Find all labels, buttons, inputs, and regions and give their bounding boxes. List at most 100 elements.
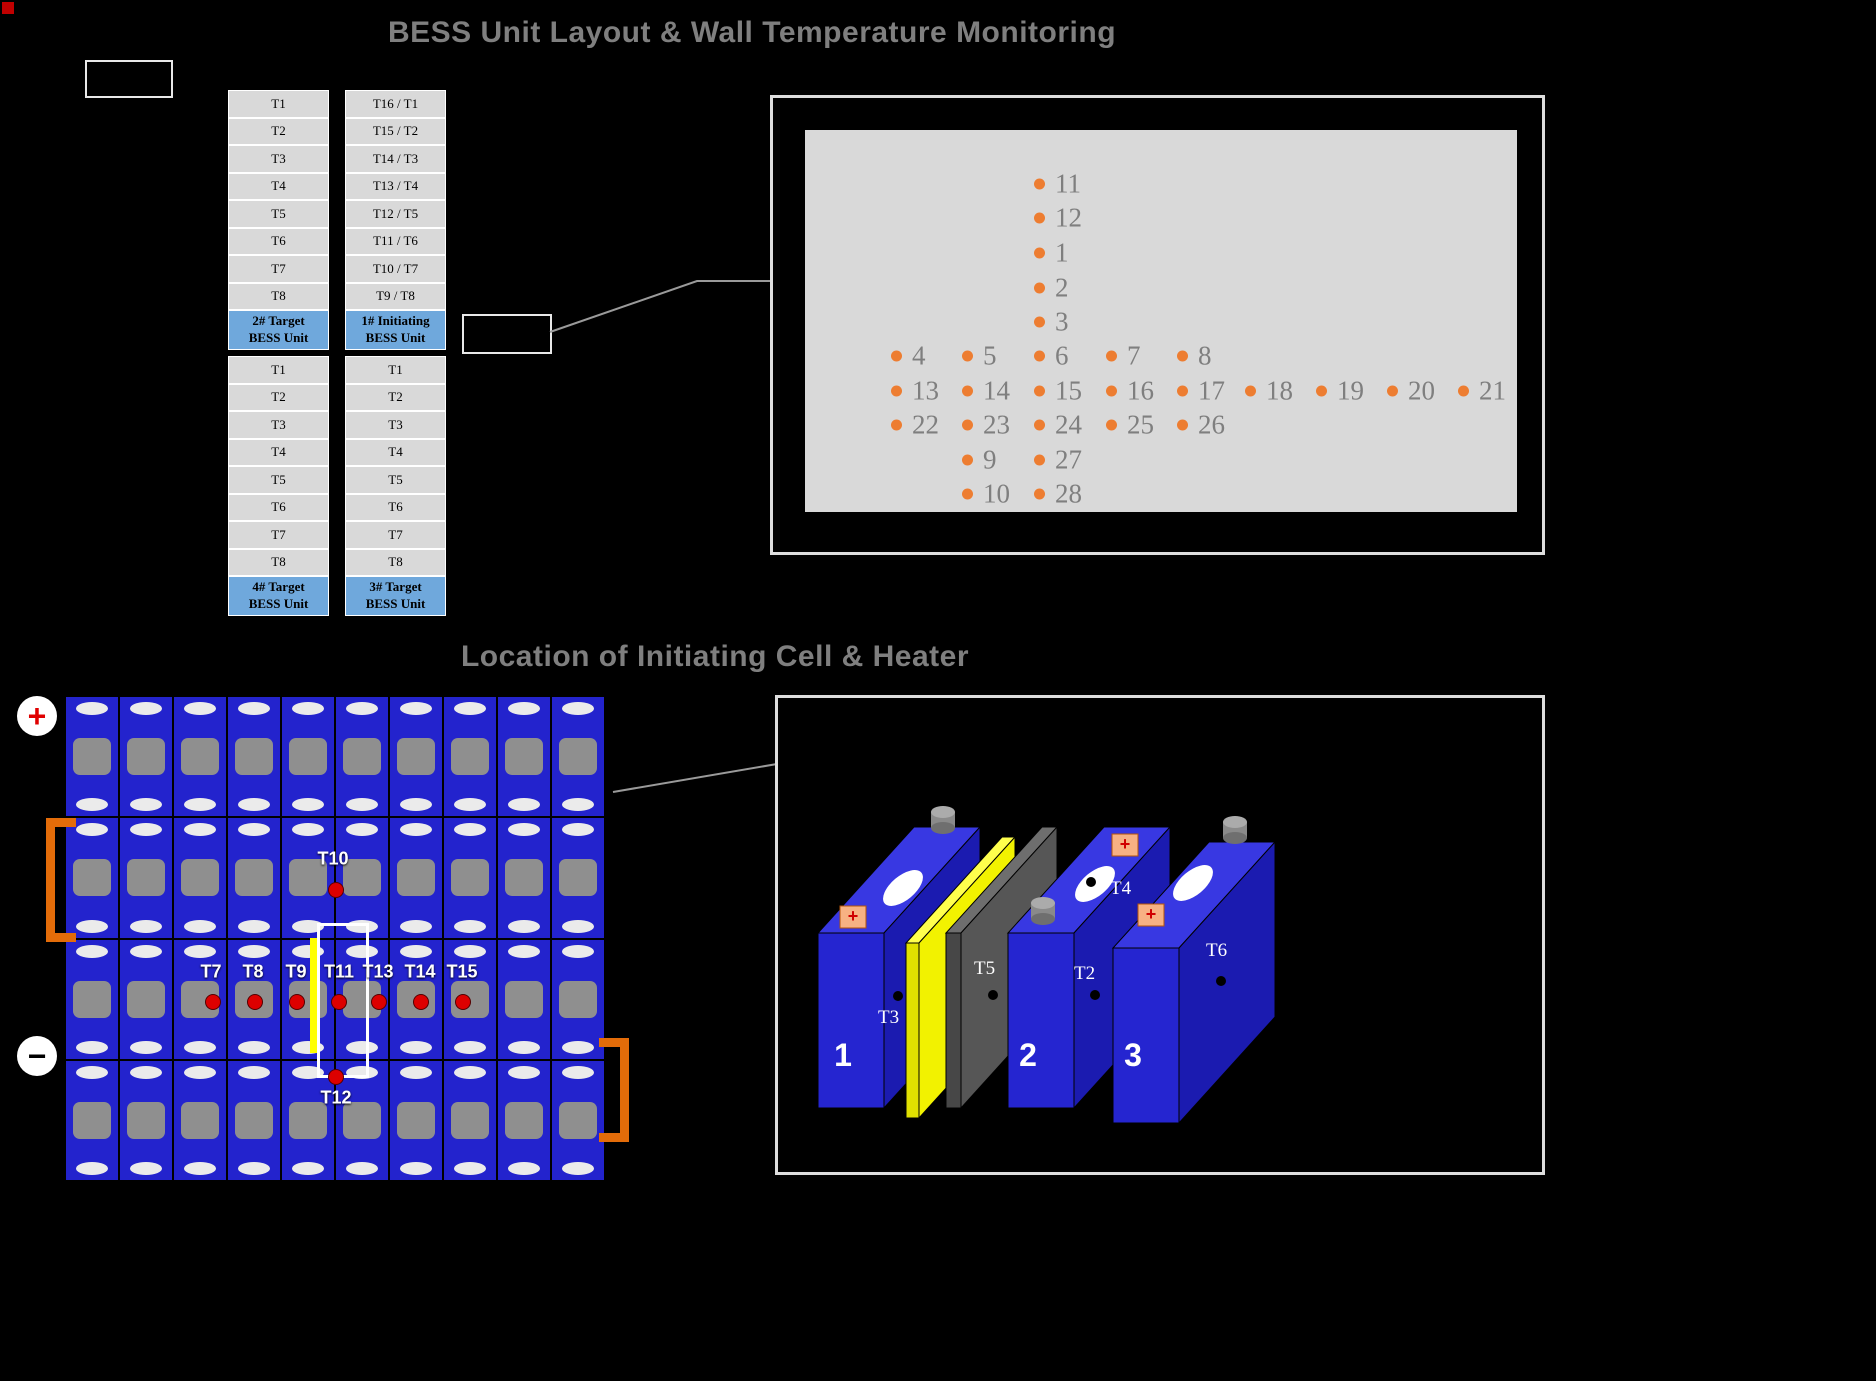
thermocouple-cell: T15 / T2 (345, 117, 446, 145)
thermocouple-cell: T8 (345, 548, 446, 576)
thermocouple-cell: T11 / T6 (345, 227, 446, 255)
cell2-number: 2 (1019, 1037, 1037, 1073)
battery-pack (65, 696, 605, 1181)
cell-terminal (76, 798, 108, 812)
sensor-dot-t4 (1086, 877, 1096, 887)
cell-vent (505, 980, 543, 1018)
bess-unit-label: 2# Target BESS Unit (228, 310, 329, 350)
cell3-cylinder-top (1223, 816, 1247, 828)
cell-vent (451, 980, 489, 1018)
thermocouple-cell: T5 (345, 466, 446, 494)
cell-terminal (238, 1065, 270, 1079)
cell-vent (235, 859, 273, 897)
battery-cell (227, 817, 281, 939)
cell1-vent-ellipse (883, 870, 923, 906)
busbar-right (599, 1038, 629, 1142)
cell-vent (343, 738, 381, 776)
sensor-dot-t3 (893, 991, 903, 1001)
cell-terminal (76, 944, 108, 958)
battery-cell (65, 696, 119, 818)
cell-terminal (346, 944, 378, 958)
cell-vent (505, 1101, 543, 1139)
initiating-cell-panel: + + (775, 695, 1545, 1175)
cell-terminal (400, 1065, 432, 1079)
cell-vent (559, 859, 597, 897)
battery-cell (389, 938, 443, 1060)
cell-vent (397, 1101, 435, 1139)
cell-vent (505, 859, 543, 897)
cell-terminal (130, 823, 162, 837)
battery-cell (65, 1059, 119, 1181)
battery-cell (227, 938, 281, 1060)
pack-module-row (65, 1059, 605, 1181)
thermocouple-cell: T7 (345, 521, 446, 549)
battery-cell (443, 938, 497, 1060)
cell-terminal (76, 1040, 108, 1054)
battery-cell (173, 696, 227, 818)
cell-terminal (400, 1162, 432, 1175)
cell2-cylinder-base (1031, 913, 1055, 925)
cell-terminal (238, 823, 270, 837)
cell-terminal (454, 1162, 486, 1175)
sensor-label-t2: T2 (1074, 963, 1095, 984)
cell-terminal (562, 944, 594, 958)
cell-terminal (76, 823, 108, 837)
cell-terminal (400, 702, 432, 715)
cell-terminal (346, 1162, 378, 1175)
battery-cell (227, 1059, 281, 1181)
cell3-vent-ellipse (1173, 865, 1213, 901)
cell-terminal (130, 1040, 162, 1054)
cell-terminal (562, 1162, 594, 1175)
cell-terminal (508, 702, 540, 715)
cell3-positive-terminal (1137, 903, 1165, 927)
wall-surface (805, 130, 1517, 512)
cell-terminal (184, 1065, 216, 1079)
cell-terminal (346, 919, 378, 933)
battery-cell (281, 817, 335, 939)
thermocouple-cell: T7 (228, 255, 329, 283)
cell-vent (505, 738, 543, 776)
cell-terminal (238, 1040, 270, 1054)
cell-terminal (454, 919, 486, 933)
battery-cell (551, 817, 605, 939)
cell-terminal (292, 919, 324, 933)
cell1-cylinder-base (931, 822, 955, 834)
thermocouple-cell: T4 (345, 438, 446, 466)
callout-line-bottom (612, 763, 778, 793)
cell-terminal (562, 798, 594, 812)
cell2-plus-sign: + (1120, 834, 1131, 854)
cell-terminal (562, 919, 594, 933)
cell-terminal (292, 798, 324, 812)
thermocouple-cell: T13 / T4 (345, 172, 446, 200)
battery-cell (65, 938, 119, 1060)
section-title-heater: Location of Initiating Cell & Heater (460, 640, 970, 673)
cell-vent (289, 738, 327, 776)
thermocouple-cell: T9 / T8 (345, 282, 446, 310)
cell-vent (289, 1101, 327, 1139)
sensor-label-t3: T3 (878, 1007, 899, 1028)
cell-vent (127, 1101, 165, 1139)
cell-vent (289, 859, 327, 897)
cell-vent (181, 980, 219, 1018)
cell-terminal (238, 798, 270, 812)
battery-cell (335, 817, 389, 939)
cell-3-3d: + (1111, 816, 1277, 1125)
thermocouple-cell: T6 (228, 227, 329, 255)
cell-vent (451, 859, 489, 897)
cell-terminal (400, 823, 432, 837)
cell-terminal (76, 919, 108, 933)
cell-vent (559, 1101, 597, 1139)
callout-line-top (549, 280, 770, 333)
cell-terminal (238, 944, 270, 958)
bess-unit-label: 4# Target BESS Unit (228, 576, 329, 616)
thermocouple-cell: T2 (228, 383, 329, 411)
cell-terminal (454, 798, 486, 812)
cell-terminal (292, 1065, 324, 1079)
battery-cell (551, 696, 605, 818)
cell-terminal (184, 823, 216, 837)
cell-terminal (562, 1040, 594, 1054)
wall-temperature-panel (770, 95, 1545, 555)
thermocouple-cell: T16 / T1 (345, 90, 446, 118)
thermocouple-cell: T1 (228, 356, 329, 384)
